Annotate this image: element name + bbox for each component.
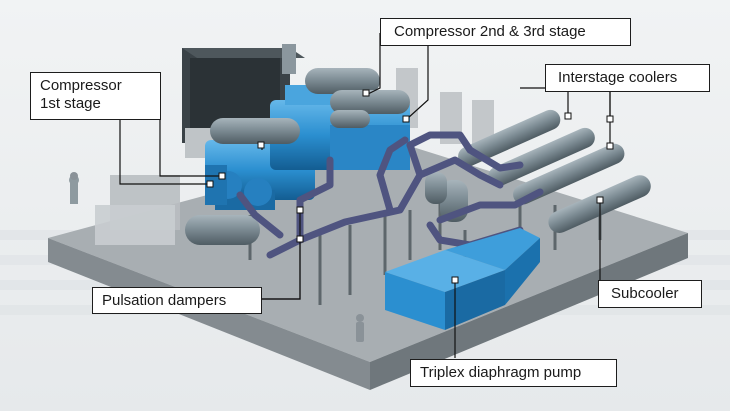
label-compressor-2nd-3rd-stage: Compressor 2nd & 3rd stage: [380, 18, 631, 46]
label-compressor-1st-stage-line2: 1st stage: [40, 95, 101, 112]
label-compressor-1st-stage-line1: Compressor: [40, 77, 122, 94]
human-figures: [70, 172, 364, 342]
label-interstage-coolers-text: Interstage coolers: [558, 69, 678, 86]
label-pulsation-dampers: Pulsation dampers: [92, 287, 262, 314]
label-compressor-2nd-3rd-stage-text: Compressor 2nd & 3rd stage: [394, 23, 586, 40]
gray-vessels: [69, 44, 468, 245]
label-subcooler: Subcooler: [598, 280, 702, 308]
label-subcooler-text: Subcooler: [611, 285, 679, 302]
triplex-diaphragm-pump: [385, 228, 540, 330]
label-triplex-diaphragm-pump: Triplex diaphragm pump: [410, 359, 617, 387]
label-compressor-1st-stage: Compressor 1st stage: [30, 72, 161, 120]
label-triplex-diaphragm-pump-text: Triplex diaphragm pump: [420, 364, 582, 381]
leader-markers: [206, 89, 614, 284]
compressor-2nd-3rd-stage: [270, 85, 410, 170]
label-interstage-coolers: Interstage coolers: [545, 64, 710, 92]
label-pulsation-dampers-text: Pulsation dampers: [102, 292, 227, 309]
